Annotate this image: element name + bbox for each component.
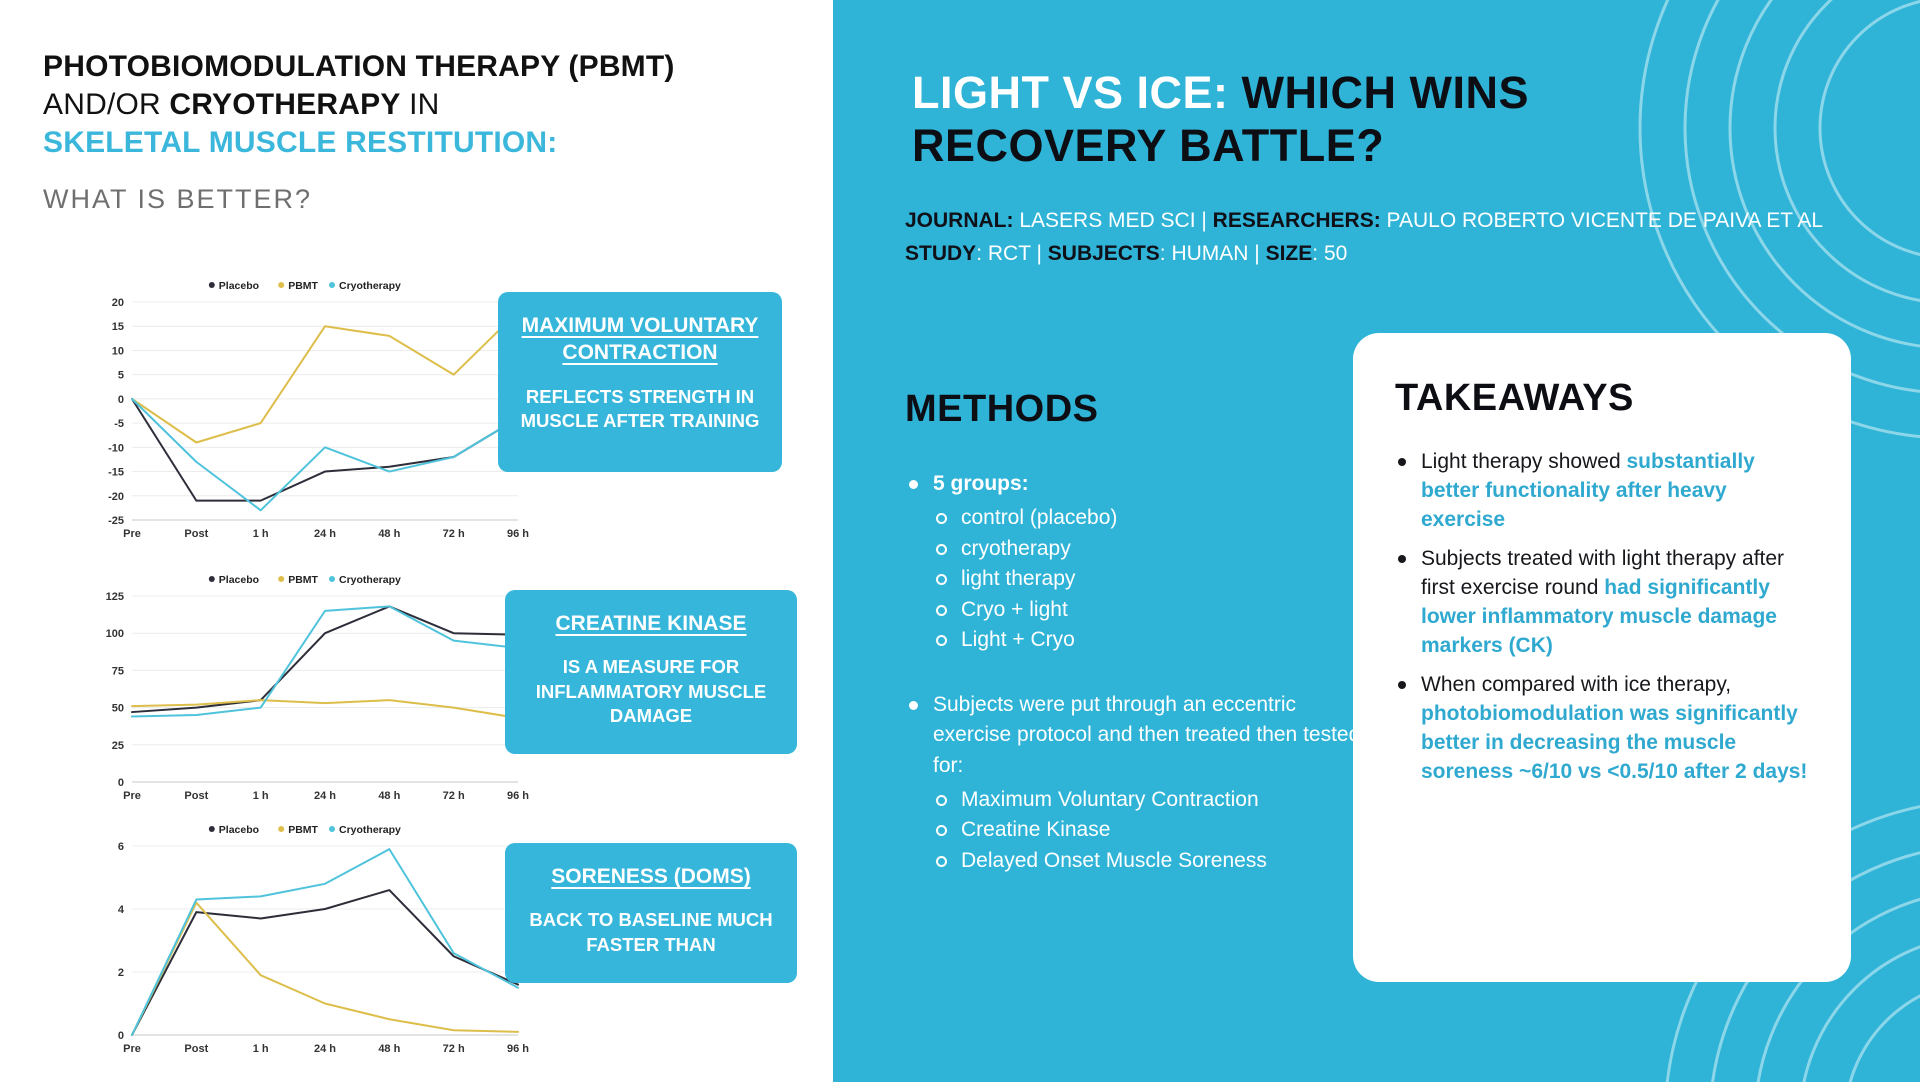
list-item: Creatine Kinase (933, 815, 1375, 845)
svg-text:48 h: 48 h (378, 528, 400, 540)
methods-list: 5 groups: control (placebo) cryotherapy … (905, 469, 1375, 876)
list-item: control (placebo) (933, 503, 1375, 533)
list-item: Light + Cryo (933, 625, 1375, 655)
callout-body: BACK TO BASELINE MUCH FASTER THAN (529, 909, 773, 955)
takeaways-card: TAKEAWAYS Light therapy showed substanti… (1353, 333, 1851, 982)
svg-text:Placebo: Placebo (219, 280, 259, 292)
svg-text:15: 15 (112, 321, 124, 333)
methods-heading: METHODS (905, 388, 1099, 430)
svg-text:-25: -25 (108, 515, 124, 527)
list-item: Maximum Voluntary Contraction (933, 785, 1375, 815)
svg-text:-20: -20 (108, 491, 124, 503)
takeaways-list: Light therapy showed substantially bette… (1395, 448, 1813, 787)
takeaways-heading: TAKEAWAYS (1395, 377, 1634, 419)
svg-text:75: 75 (112, 665, 124, 677)
takeaway-item: Subjects treated with light therapy afte… (1395, 545, 1813, 661)
svg-text:0: 0 (118, 394, 124, 406)
svg-text:25: 25 (112, 740, 124, 752)
callout-doms: SORENESS (DOMS) BACK TO BASELINE MUCH FA… (505, 843, 797, 983)
callout-body: IS A MEASURE FOR INFLAMMATORY MUSCLE DAM… (535, 656, 767, 727)
svg-text:48 h: 48 h (378, 1043, 400, 1055)
svg-text:50: 50 (112, 703, 124, 715)
svg-text:Post: Post (184, 1043, 208, 1055)
svg-text:96 h: 96 h (507, 790, 529, 802)
title-line-1: PHOTOBIOMODULATION THERAPY (PBMT) (43, 50, 675, 83)
svg-text:96 h: 96 h (507, 528, 529, 540)
svg-text:10: 10 (112, 345, 124, 357)
callout-title: MAXIMUM VOLUNTARY CONTRACTION (521, 314, 759, 365)
svg-text:Post: Post (184, 790, 208, 802)
svg-text:1 h: 1 h (253, 528, 269, 540)
groups-sublist: control (placebo) cryotherapy light ther… (933, 503, 1375, 655)
headline-accent: LIGHT VS ICE: (912, 67, 1229, 118)
svg-text:PBMT: PBMT (288, 280, 318, 292)
svg-text:Post: Post (184, 528, 208, 540)
main-title: PHOTOBIOMODULATION THERAPY (PBMT) AND/OR… (43, 48, 703, 215)
svg-text:5: 5 (118, 370, 124, 382)
callout-tail (498, 370, 499, 398)
list-item: Cryo + light (933, 595, 1375, 625)
svg-text:72 h: 72 h (443, 1043, 465, 1055)
callout-title: CREATINE KINASE (555, 612, 747, 635)
svg-text:72 h: 72 h (443, 790, 465, 802)
svg-text:Pre: Pre (123, 790, 141, 802)
svg-text:Cryotherapy: Cryotherapy (339, 280, 401, 292)
study-meta: JOURNAL: LASERS MED SCI | RESEARCHERS: P… (905, 209, 1823, 265)
svg-text:24 h: 24 h (314, 528, 336, 540)
methods-protocol-item: Subjects were put through an eccentric e… (905, 690, 1375, 877)
svg-text:2: 2 (118, 967, 124, 979)
svg-text:-10: -10 (108, 442, 124, 454)
svg-text:72 h: 72 h (443, 528, 465, 540)
title-line-3: SKELETAL MUSCLE RESTITUTION: (43, 126, 558, 159)
list-item: Delayed Onset Muscle Soreness (933, 846, 1375, 876)
svg-text:20: 20 (112, 297, 124, 309)
svg-text:-15: -15 (108, 467, 124, 479)
tests-sublist: Maximum Voluntary Contraction Creatine K… (933, 785, 1375, 876)
svg-text:1 h: 1 h (253, 1043, 269, 1055)
svg-text:Pre: Pre (123, 528, 141, 540)
callout-ck: CREATINE KINASE IS A MEASURE FOR INFLAMM… (505, 590, 797, 754)
svg-text:6: 6 (118, 841, 124, 853)
svg-text:4: 4 (118, 904, 125, 916)
svg-text:125: 125 (106, 591, 124, 603)
takeaway-item: When compared with ice therapy, photobio… (1395, 671, 1813, 787)
svg-text:Cryotherapy: Cryotherapy (339, 574, 401, 586)
svg-text:0: 0 (118, 777, 124, 789)
svg-text:24 h: 24 h (314, 1043, 336, 1055)
headline-rest: WHICH WINS RECOVERY BATTLE? (912, 67, 1529, 172)
svg-text:Pre: Pre (123, 1043, 141, 1055)
svg-text:0: 0 (118, 1030, 124, 1042)
svg-text:Placebo: Placebo (219, 574, 259, 586)
callout-title: SORENESS (DOMS) (551, 865, 751, 888)
svg-text:-5: -5 (114, 418, 124, 430)
svg-text:1 h: 1 h (253, 790, 269, 802)
svg-text:96 h: 96 h (507, 1043, 529, 1055)
svg-text:24 h: 24 h (314, 790, 336, 802)
svg-text:PBMT: PBMT (288, 574, 318, 586)
subtitle: WHAT IS BETTER? (43, 184, 313, 214)
svg-text:Placebo: Placebo (219, 824, 259, 836)
headline: LIGHT VS ICE: WHICH WINS RECOVERY BATTLE… (912, 66, 1552, 172)
title-line-2: AND/OR CRYOTHERAPY IN (43, 88, 440, 121)
callout-tail (505, 694, 506, 722)
methods-groups-item: 5 groups: control (placebo) cryotherapy … (905, 469, 1375, 656)
takeaway-item: Light therapy showed substantially bette… (1395, 448, 1813, 535)
svg-text:PBMT: PBMT (288, 824, 318, 836)
callout-body: REFLECTS STRENGTH IN MUSCLE AFTER TRAINI… (520, 385, 760, 431)
svg-text:Cryotherapy: Cryotherapy (339, 824, 401, 836)
list-item: light therapy (933, 564, 1375, 594)
svg-text:100: 100 (106, 628, 124, 640)
svg-text:48 h: 48 h (378, 790, 400, 802)
list-item: cryotherapy (933, 534, 1375, 564)
callout-mvc: MAXIMUM VOLUNTARY CONTRACTION REFLECTS S… (498, 292, 782, 472)
methods-section: METHODS 5 groups: control (placebo) cryo… (905, 388, 1375, 910)
callout-tail (505, 891, 506, 919)
